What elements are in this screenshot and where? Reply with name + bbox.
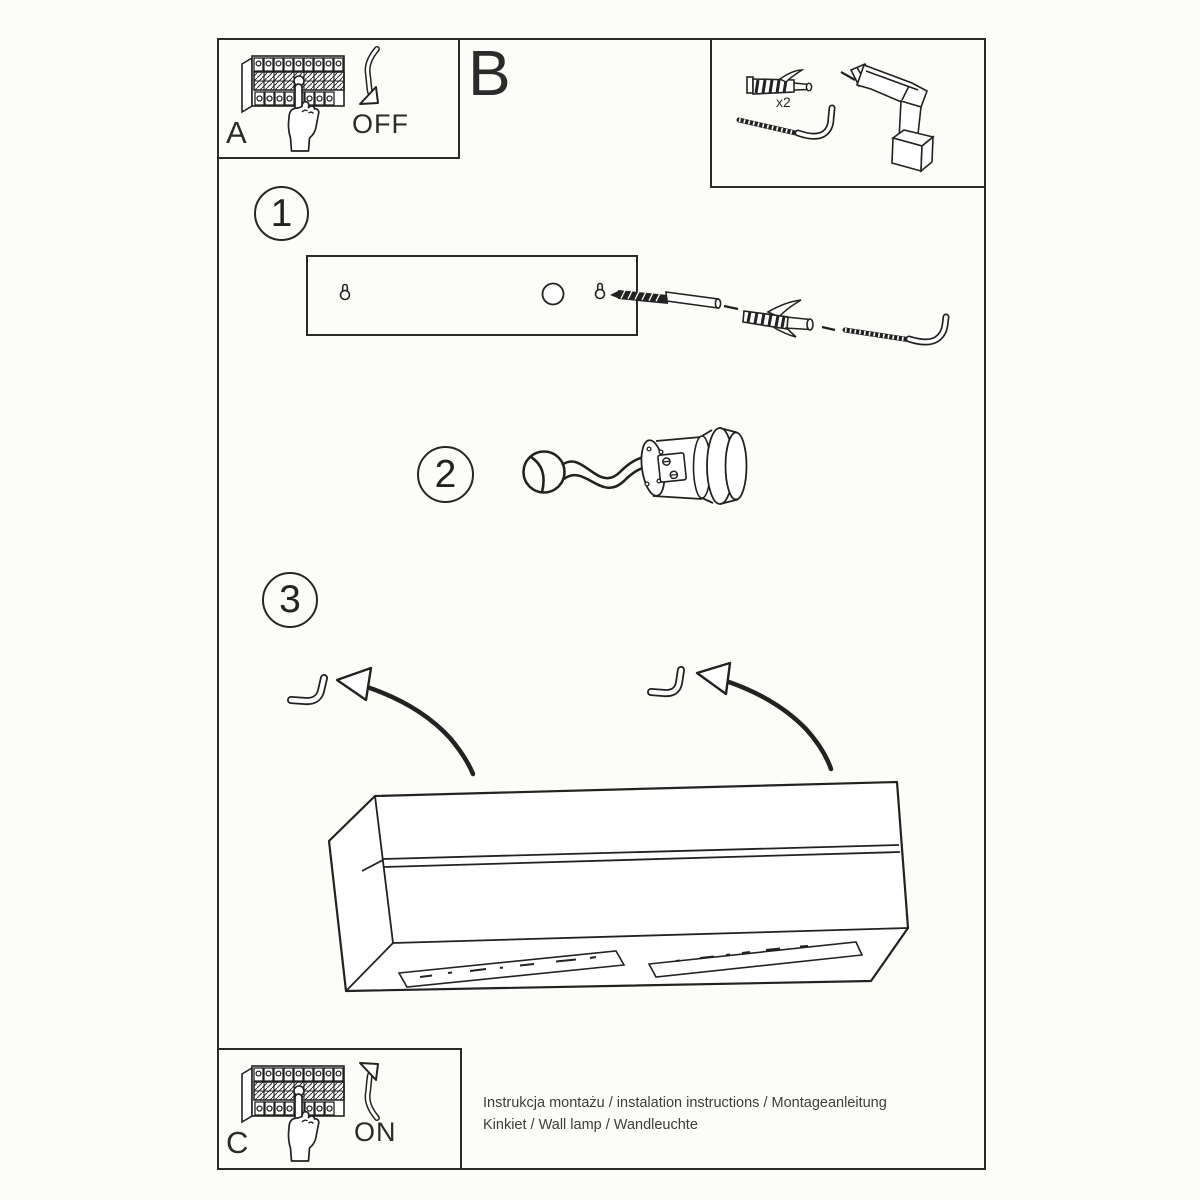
- panel-b-label: B: [468, 37, 511, 109]
- parts-panel: [710, 38, 986, 188]
- step-2-number: 2: [434, 452, 457, 496]
- mounting-plate: [306, 255, 638, 336]
- footer-line-1: Instrukcja montażu / instalation instruc…: [483, 1095, 887, 1111]
- power-off-panel: [217, 38, 460, 159]
- panel-a-label: A: [226, 115, 247, 150]
- step-1-badge: 1: [254, 186, 309, 241]
- page-border: [217, 38, 986, 1170]
- off-label: OFF: [352, 109, 409, 139]
- on-label: ON: [354, 1117, 397, 1147]
- panel-c-label: C: [226, 1125, 249, 1160]
- footer-line-2: Kinkiet / Wall lamp / Wandleuchte: [483, 1117, 698, 1133]
- step-2-badge: 2: [417, 446, 474, 503]
- step-3-number: 3: [279, 578, 301, 621]
- footer-text: Instrukcja montażu / instalation instruc…: [483, 1092, 887, 1136]
- power-on-panel: [217, 1048, 462, 1170]
- step-3-badge: 3: [262, 572, 318, 628]
- anchor-count-label: x2: [776, 94, 791, 110]
- step-1-number: 1: [270, 191, 293, 235]
